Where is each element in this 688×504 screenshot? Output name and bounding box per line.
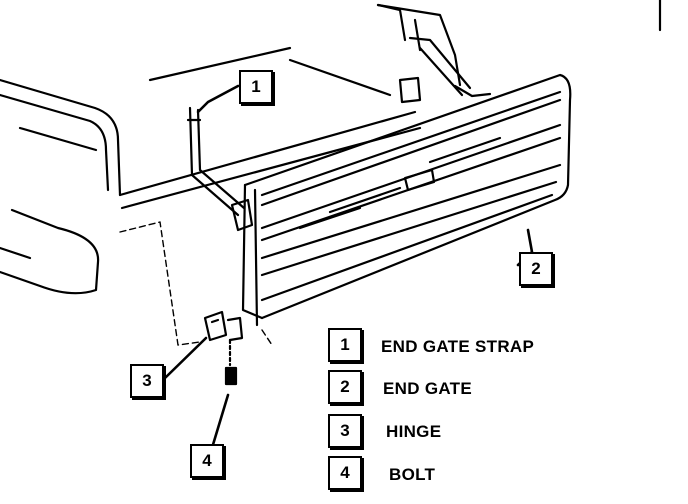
bed-side-wall <box>0 78 122 295</box>
legend-number: 4 <box>328 456 362 490</box>
callout-strap-number: 1 <box>239 70 273 104</box>
bolt-shape <box>224 338 238 386</box>
hinge-shape <box>203 310 244 342</box>
end-gate-panel <box>241 73 572 327</box>
hidden-lines <box>119 221 273 346</box>
legend-number: 2 <box>328 370 362 404</box>
callout-gate-number: 2 <box>519 252 553 286</box>
callout-hinge-number: 3 <box>130 364 164 398</box>
legend-label: HINGE <box>386 422 442 441</box>
callout-bolt-number: 4 <box>190 444 224 478</box>
legend-label: BOLT <box>389 465 436 484</box>
bed-pillar <box>376 0 662 104</box>
strap-right <box>408 36 492 98</box>
strap-left <box>186 106 254 232</box>
legend-label: END GATE STRAP <box>381 337 535 356</box>
legend-label: END GATE <box>383 379 472 398</box>
legend-number: 3 <box>328 414 362 448</box>
legend-number: 1 <box>328 328 362 362</box>
